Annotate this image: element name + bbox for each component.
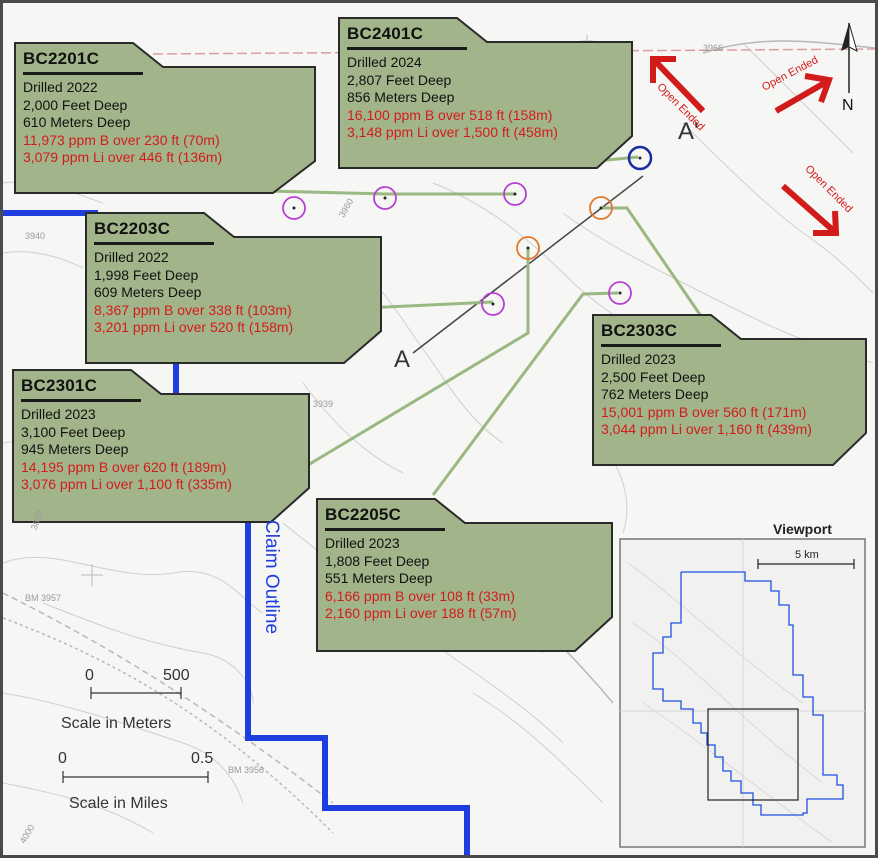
viewport-title: Viewport bbox=[773, 521, 832, 537]
assay-result: 3,148 ppm Li over 1,500 ft (458m) bbox=[347, 124, 558, 141]
topo-label: BM 3956 bbox=[228, 765, 265, 775]
open-ended-arrow bbox=[781, 183, 840, 236]
assay-result: 2,160 ppm Li over 188 ft (57m) bbox=[325, 605, 517, 622]
open-ended-arrow bbox=[774, 73, 834, 114]
section-label-a-prime: A' bbox=[678, 118, 699, 145]
topo-label: 3966 bbox=[703, 43, 724, 53]
hole-id: BC2301C bbox=[21, 376, 98, 395]
hole-detail: 609 Meters Deep bbox=[94, 284, 202, 301]
hole-detail: 945 Meters Deep bbox=[21, 441, 129, 458]
north-arrow-icon bbox=[841, 22, 858, 93]
topo-label: 3940 bbox=[25, 231, 46, 241]
hole-detail: 551 Meters Deep bbox=[325, 570, 433, 587]
section-line-top bbox=[152, 48, 875, 55]
drill-collar-marker bbox=[589, 196, 613, 220]
scale-bar-miles bbox=[62, 771, 209, 783]
scale-meters-label: Scale in Meters bbox=[61, 715, 172, 732]
hole-detail: 2,500 Feet Deep bbox=[601, 368, 706, 385]
topo-label: 3939 bbox=[313, 399, 334, 409]
hole-detail: Drilled 2022 bbox=[94, 249, 169, 265]
hole-detail: Drilled 2023 bbox=[601, 351, 676, 367]
viewport-extent-box bbox=[707, 708, 799, 801]
assay-result: 3,044 ppm Li over 1,160 ft (439m) bbox=[601, 421, 812, 438]
scale-meters-start: 0 bbox=[85, 667, 94, 684]
hole-id: BC2201C bbox=[23, 49, 100, 68]
assay-result: 3,076 ppm Li over 1,100 ft (335m) bbox=[21, 476, 232, 493]
scale-miles-start: 0 bbox=[58, 750, 67, 767]
drill-collar-marker bbox=[373, 186, 397, 210]
drill-collars bbox=[282, 145, 653, 316]
viewport-scale-label: 5 km bbox=[795, 549, 819, 561]
assay-result: 14,195 ppm B over 620 ft (189m) bbox=[21, 458, 227, 475]
hole-detail: 610 Meters Deep bbox=[23, 114, 131, 131]
assay-result: 8,367 ppm B over 338 ft (103m) bbox=[94, 301, 292, 318]
hole-detail: Drilled 2022 bbox=[23, 79, 98, 95]
topo-label: BM 3957 bbox=[25, 593, 62, 603]
open-ended-arrow bbox=[650, 56, 706, 114]
hole-detail: 2,000 Feet Deep bbox=[23, 96, 128, 113]
drill-collar-marker bbox=[282, 196, 306, 220]
hole-detail: Drilled 2023 bbox=[325, 535, 400, 551]
assay-result: 6,166 ppm B over 108 ft (33m) bbox=[325, 587, 515, 604]
hole-id: BC2303C bbox=[601, 321, 678, 340]
assay-result: 11,973 ppm B over 230 ft (70m) bbox=[23, 131, 220, 148]
scale-miles-end: 0.5 bbox=[191, 750, 214, 767]
drill-collar-marker bbox=[627, 145, 653, 171]
drill-collar-marker bbox=[481, 292, 505, 316]
assay-result: 3,079 ppm Li over 446 ft (136m) bbox=[23, 149, 223, 166]
hole-detail: 1,998 Feet Deep bbox=[94, 266, 199, 283]
hole-detail: 856 Meters Deep bbox=[347, 89, 455, 106]
hole-detail: Drilled 2023 bbox=[21, 406, 96, 422]
assay-result: 16,100 ppm B over 518 ft (158m) bbox=[347, 106, 553, 123]
assay-result: 15,001 ppm B over 560 ft (171m) bbox=[601, 403, 807, 420]
hole-detail: 762 Meters Deep bbox=[601, 386, 709, 403]
viewport-inset bbox=[619, 538, 866, 848]
hole-detail: 3,100 Feet Deep bbox=[21, 423, 126, 440]
scale-bar-meters bbox=[90, 687, 182, 699]
drill-collar-marker bbox=[608, 281, 632, 305]
scale-miles-label: Scale in Miles bbox=[69, 795, 168, 812]
drill-collar-marker bbox=[503, 182, 527, 206]
section-label-a: A bbox=[394, 346, 411, 373]
drill-collar-marker bbox=[516, 236, 540, 260]
north-label: N bbox=[842, 97, 854, 114]
hole-id: BC2401C bbox=[347, 24, 424, 43]
hole-detail: 2,807 Feet Deep bbox=[347, 71, 452, 88]
hole-id: BC2203C bbox=[94, 219, 171, 238]
scale-meters-end: 500 bbox=[163, 667, 190, 684]
viewport-claim-outline bbox=[652, 571, 844, 816]
hole-detail: Drilled 2024 bbox=[347, 54, 422, 70]
hole-id: BC2205C bbox=[325, 505, 402, 524]
map-canvas bbox=[3, 22, 875, 855]
assay-result: 3,201 ppm Li over 520 ft (158m) bbox=[94, 319, 294, 336]
hole-detail: 1,808 Feet Deep bbox=[325, 552, 430, 569]
claim-outline-label: Claim Outline bbox=[261, 520, 282, 635]
claim-outline-line bbox=[245, 521, 470, 855]
